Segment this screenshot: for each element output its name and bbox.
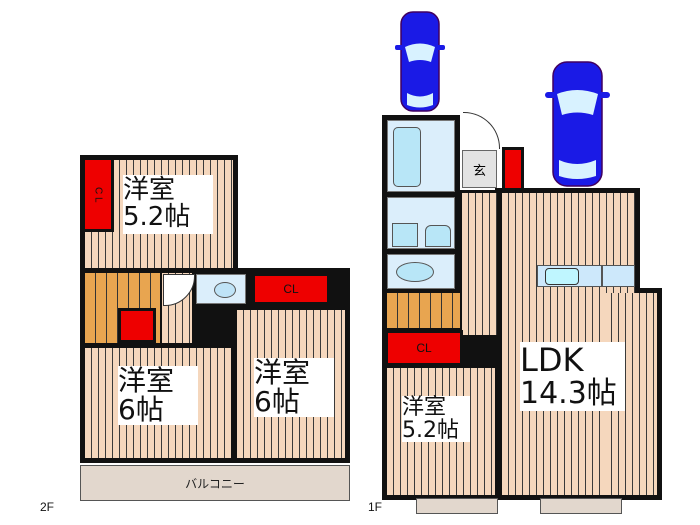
bay-window [416,498,498,514]
closet-label: CL [283,282,299,296]
sink-icon [545,268,579,285]
staircase [387,293,460,328]
floor-label-2f: 2F [40,500,55,514]
room-name: 洋室 [402,395,447,420]
closet-small [118,308,156,343]
entrance-door [463,112,500,149]
room-name: 洋室 [118,364,175,397]
bathtub-icon [393,127,421,187]
room-size: 5.2帖 [402,418,459,444]
stove-icon [602,265,635,287]
room-name: 洋室 [123,175,176,205]
room-size: 6帖 [254,385,300,419]
toilet-icon [396,262,434,282]
balcony: バルコニー [80,465,350,501]
closet-2f-right: CL [252,273,330,305]
room-label-1f-5-2: 洋室 5.2帖 [402,396,470,442]
car-icon [395,11,445,112]
floor-label-1f: 1F [368,500,383,514]
washer-icon [392,223,418,247]
closet-shoes [502,147,524,191]
room-name: 洋室 [254,356,311,389]
closet-label: C L [92,186,104,203]
toilet-icon [214,282,236,298]
bay-window [540,498,622,514]
closet-1f: CL [385,330,463,366]
room-size: 14.3帖 [520,375,617,411]
room-label-2f-6-right: 洋室 6帖 [254,358,334,417]
closet-2f-top: C L [82,157,114,232]
room-label-2f-5-2: 洋室 5.2帖 [123,175,213,234]
closet-label: CL [416,341,432,355]
entrance: 玄 [462,150,497,188]
room-label-2f-6-left: 洋室 6帖 [118,366,198,425]
room-name: LDK [520,341,584,379]
room-label-ldk: LDK 14.3帖 [520,341,625,412]
room-size: 5.2帖 [123,202,191,233]
entrance-label: 玄 [472,163,486,179]
sink-icon [425,225,451,247]
hallway [462,193,497,335]
car-icon [545,61,610,187]
balcony-label: バルコニー [185,476,245,491]
room-size: 6帖 [118,393,164,427]
